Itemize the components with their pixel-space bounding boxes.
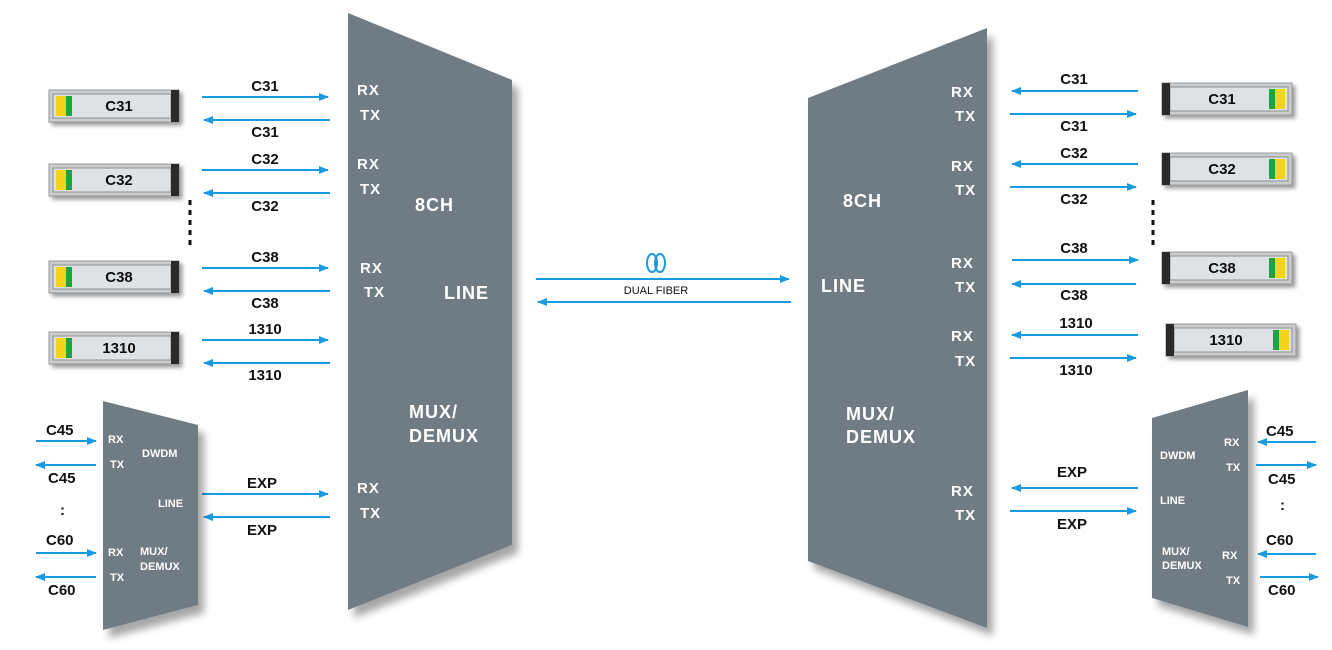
fiber-coil-icon — [646, 253, 658, 273]
left-sfp-label: C32 — [105, 172, 133, 189]
arrow-label: EXP — [247, 522, 277, 539]
left-sfp-label: C38 — [105, 269, 133, 286]
right-tx-label: TX — [955, 353, 976, 370]
fiber-coil-icon — [654, 253, 666, 273]
right-sfp-module: C38 — [1161, 251, 1293, 285]
right-sub-rx: RX — [1222, 550, 1238, 562]
arrow-label: C38 — [1060, 240, 1088, 257]
fiber-label: DUAL FIBER — [624, 285, 688, 297]
arrow-label: C45 — [46, 422, 74, 439]
right-sfp-module: 1310 — [1165, 323, 1297, 357]
right-demux-label: DEMUX — [846, 427, 916, 447]
left-sfp-label: 1310 — [102, 340, 135, 357]
right-rx-label: RX — [951, 158, 974, 175]
right-rx-label: RX — [951, 84, 974, 101]
arrow-label: C32 — [251, 151, 279, 168]
arrow-label: C32 — [251, 198, 279, 215]
left-tx-label: TX — [360, 505, 381, 522]
left-sub-demux: DEMUX — [140, 561, 180, 573]
left-sfp-module: C31 — [48, 89, 180, 123]
right-sub-dwdm: DWDM — [1160, 450, 1195, 462]
right-rx-label: RX — [951, 328, 974, 345]
right-sub-tx: TX — [1226, 462, 1241, 474]
left-mux-label: MUX/ — [409, 402, 458, 422]
arrow-label: C45 — [1266, 423, 1294, 440]
arrow-label: EXP — [247, 475, 277, 492]
left-sfp-label: C31 — [105, 98, 133, 115]
left-sub-line: LINE — [158, 498, 183, 510]
arrow-label: C31 — [251, 78, 279, 95]
left-sub-mux: MUX/ — [140, 546, 168, 558]
right-sfp-module: C31 — [1161, 82, 1293, 116]
ellipsis: : — [60, 502, 65, 519]
right-line-label: LINE — [821, 276, 866, 296]
right-rx-label: RX — [951, 255, 974, 272]
right-tx-label: TX — [955, 108, 976, 125]
left-sub-rx: RX — [108, 547, 124, 559]
left-tx-label: TX — [364, 284, 385, 301]
left-sub-rx: RX — [108, 434, 124, 446]
arrow-label: C45 — [48, 470, 76, 487]
right-sub-demux: DEMUX — [1162, 560, 1202, 572]
arrow-label: C31 — [1060, 118, 1088, 135]
arrow-label: 1310 — [248, 321, 281, 338]
right-sub-line: LINE — [1160, 495, 1185, 507]
left-rx-label: RX — [357, 480, 380, 497]
left-tx-label: TX — [360, 181, 381, 198]
arrow-label: C38 — [251, 295, 279, 312]
right-sub-tx: TX — [1226, 575, 1241, 587]
arrow-label: 1310 — [1059, 362, 1092, 379]
arrow-label: C60 — [48, 582, 76, 599]
arrow-label: C45 — [1268, 471, 1296, 488]
left-sfp-module: C32 — [48, 163, 180, 197]
left-line-label: LINE — [444, 283, 489, 303]
left-rx-label: RX — [357, 82, 380, 99]
left-tx-label: TX — [360, 107, 381, 124]
arrow-label: 1310 — [248, 367, 281, 384]
left-sub-tx: TX — [110, 572, 125, 584]
left-sub-dwdm: DWDM — [142, 448, 177, 460]
right-sfp-label: 1310 — [1209, 332, 1242, 349]
arrow-label: C38 — [251, 249, 279, 266]
arrow-label: C31 — [1060, 71, 1088, 88]
right-tx-label: TX — [955, 507, 976, 524]
arrow-label: C38 — [1060, 287, 1088, 304]
dual-fiber-link: DUAL FIBER — [536, 253, 791, 306]
right-sub-mux-body — [1152, 390, 1248, 627]
right-rx-label: RX — [951, 483, 974, 500]
left-8ch-label: 8CH — [415, 195, 454, 215]
arrow-label: C60 — [1266, 532, 1294, 549]
arrow-label: EXP — [1057, 464, 1087, 481]
right-sfp-module: C32 — [1161, 152, 1293, 186]
right-8ch-label: 8CH — [843, 191, 882, 211]
left-sub-mux-body — [103, 401, 198, 630]
right-tx-label: TX — [955, 182, 976, 199]
arrow-label: C60 — [46, 532, 74, 549]
right-sfp-label: C31 — [1208, 91, 1236, 108]
right-sfp-label: C32 — [1208, 161, 1236, 178]
left-arrow-group: C31 C31 C32 C32 C38 C38 1310 1310 EXP EX… — [202, 78, 330, 539]
left-main-mux-body — [348, 13, 512, 610]
arrow-label: 1310 — [1059, 315, 1092, 332]
left-rx-label: RX — [357, 156, 380, 173]
arrow-label: C32 — [1060, 145, 1088, 162]
left-sfp-module: 1310 — [48, 331, 180, 365]
right-main-mux-body — [808, 28, 987, 628]
arrow-label: C31 — [251, 124, 279, 141]
left-sub-tx: TX — [110, 459, 125, 471]
left-demux-label: DEMUX — [409, 426, 479, 446]
right-tx-label: TX — [955, 279, 976, 296]
arrow-label: EXP — [1057, 516, 1087, 533]
arrow-label: C60 — [1268, 582, 1296, 599]
right-mux-label: MUX/ — [846, 404, 895, 424]
right-sub-mux: MUX/ — [1162, 546, 1190, 558]
ellipsis: : — [1280, 497, 1285, 514]
right-sub-rx: RX — [1224, 437, 1240, 449]
arrow-label: C32 — [1060, 191, 1088, 208]
right-sfp-label: C38 — [1208, 260, 1236, 277]
left-sfp-module: C38 — [48, 260, 180, 294]
left-rx-label: RX — [360, 260, 383, 277]
right-arrow-group: C31 C31 C32 C32 C38 C38 1310 1310 EXP EX… — [1010, 71, 1139, 533]
